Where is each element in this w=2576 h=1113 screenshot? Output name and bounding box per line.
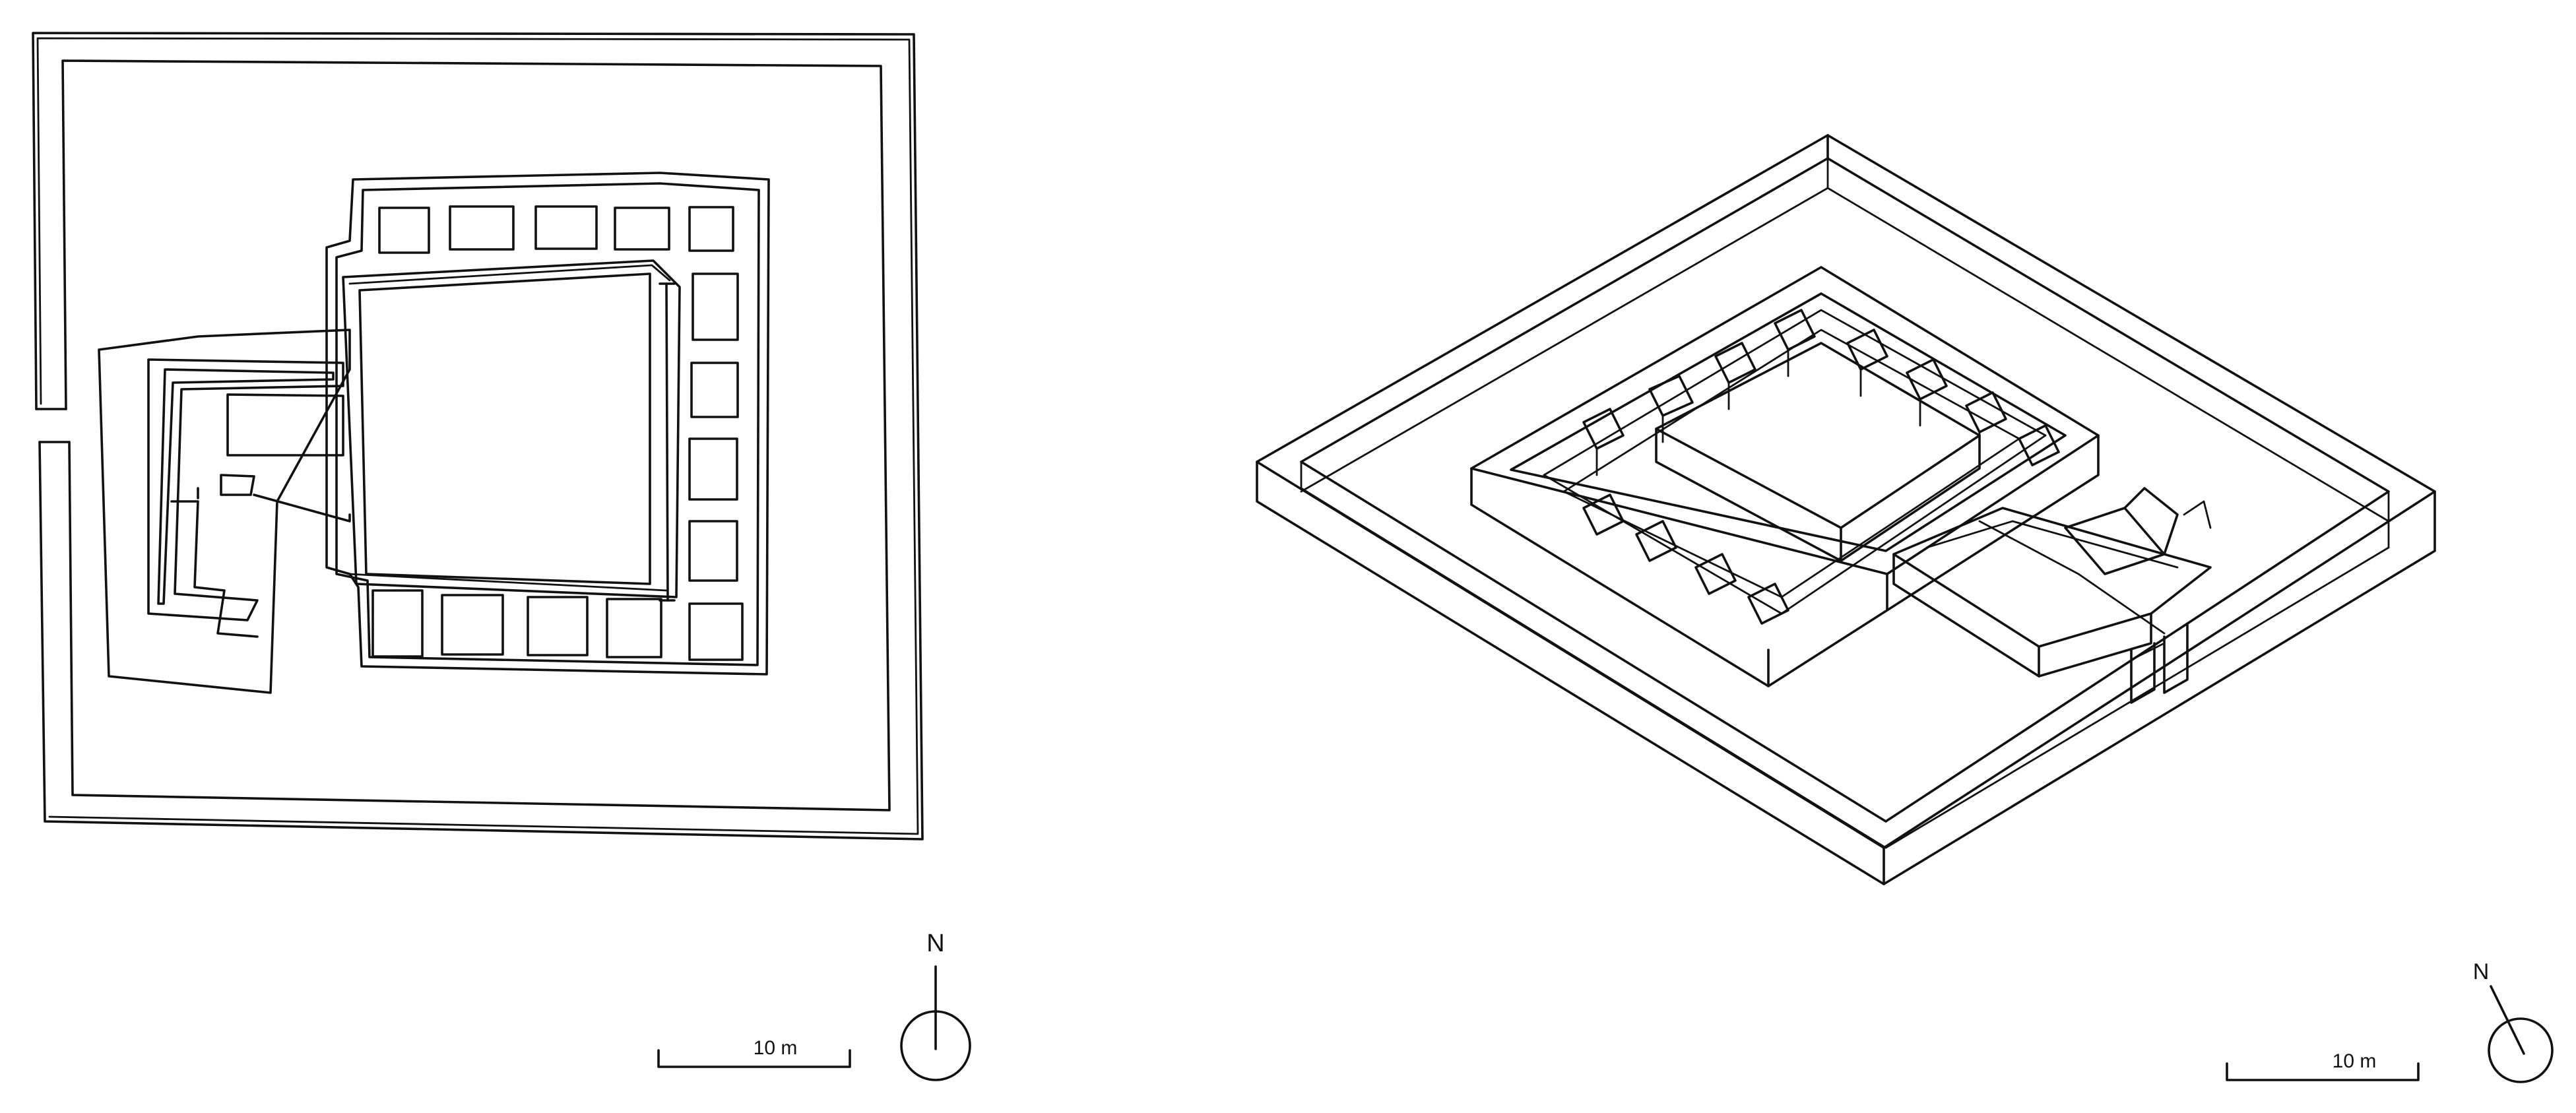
axo-central-building [1470,266,2100,687]
plan-north-arrow: N [900,930,971,1081]
axo-north-arrow: N [2473,959,2554,1083]
axo-north-label: N [2473,959,2490,984]
axo-scale-bar: 10 m [2226,1050,2420,1081]
north-arrow-circle-icon [2488,1017,2554,1083]
axo-east-annex [1892,487,2212,678]
axonometric-view: 10 m N [1256,134,2554,1083]
west-annex [98,329,351,694]
central-building [325,172,770,676]
axo-enclosure-wall [1256,134,2436,885]
plan-scale-bar: 10 m [657,1037,851,1068]
axo-scale-label: 10 m [2333,1050,2377,1072]
plan-north-label: N [926,930,944,957]
north-arrow-needle-icon [2490,985,2525,1055]
plan-scale-label: 10 m [754,1037,798,1059]
enclosure-wall [32,32,924,841]
plan-view: 10 m N [32,32,971,1081]
